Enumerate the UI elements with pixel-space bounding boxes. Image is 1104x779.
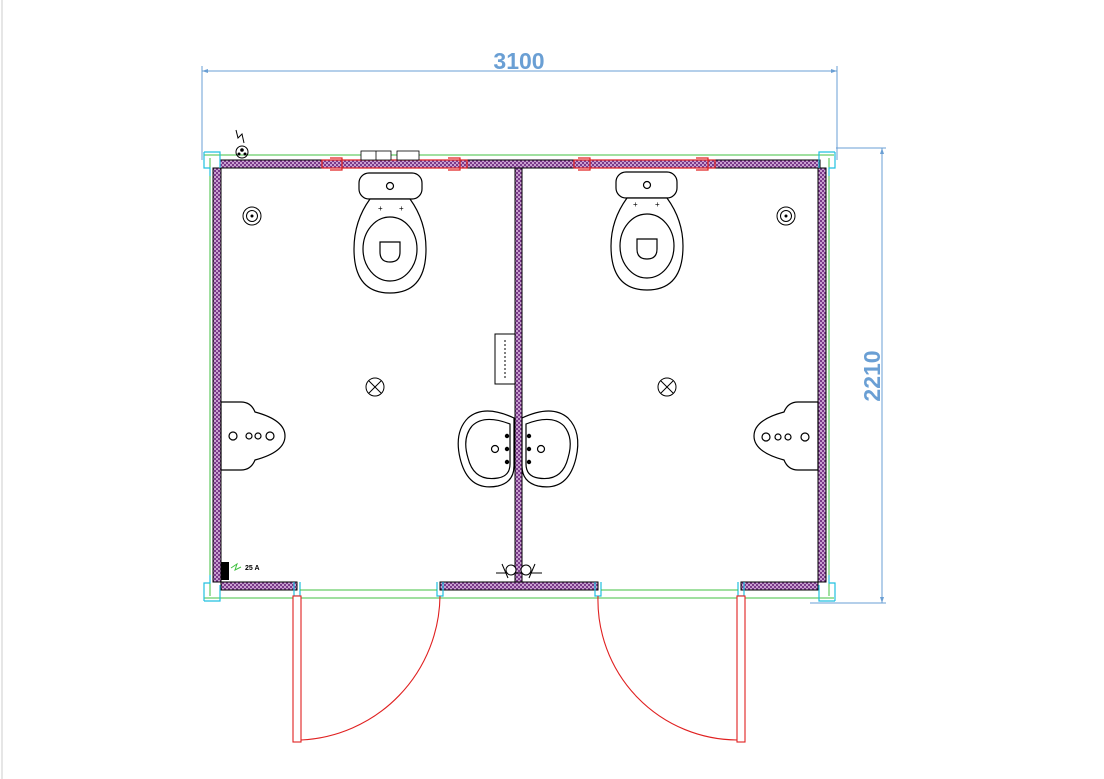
toilet-left: + +	[353, 172, 427, 294]
bottom-wall-left	[220, 581, 298, 591]
left-wall	[212, 167, 222, 583]
water-valve	[496, 563, 542, 579]
svg-text:+: +	[633, 200, 638, 209]
toilet-right: + +	[610, 171, 684, 291]
partition-wall	[514, 167, 523, 583]
door-left	[292, 595, 441, 743]
floor-drain-right	[776, 206, 796, 226]
ceiling-light-right	[657, 377, 677, 397]
window-right	[573, 157, 716, 171]
floor-drain-left	[242, 206, 262, 226]
wall-cabinet	[494, 333, 516, 385]
wash-basin-left	[457, 410, 515, 488]
height-dimension: 2210	[810, 147, 886, 604]
svg-text:+: +	[399, 204, 404, 213]
breaker-label: 25 A	[245, 565, 260, 572]
bottom-wall-right	[740, 581, 819, 591]
svg-text:+: +	[655, 200, 660, 209]
power-supply-icon	[235, 129, 249, 159]
width-dimension-label: 3100	[493, 48, 544, 74]
svg-text:+: +	[378, 204, 383, 213]
width-dimension: 3100	[201, 48, 838, 160]
urinal-right	[753, 401, 819, 471]
ceiling-light-left	[365, 377, 385, 397]
right-wall	[817, 167, 827, 583]
top-wall	[219, 159, 821, 169]
electrical-panel: 25 A	[221, 562, 260, 580]
outer-guides	[204, 154, 834, 599]
window-left	[321, 157, 468, 171]
bottom-wall-middle	[439, 581, 599, 591]
height-dimension-label: 2210	[859, 350, 885, 401]
urinal-left	[220, 401, 286, 471]
wash-basin-right	[521, 410, 579, 488]
walls	[212, 159, 827, 591]
vent-boxes	[360, 150, 420, 161]
door-right	[597, 595, 746, 743]
